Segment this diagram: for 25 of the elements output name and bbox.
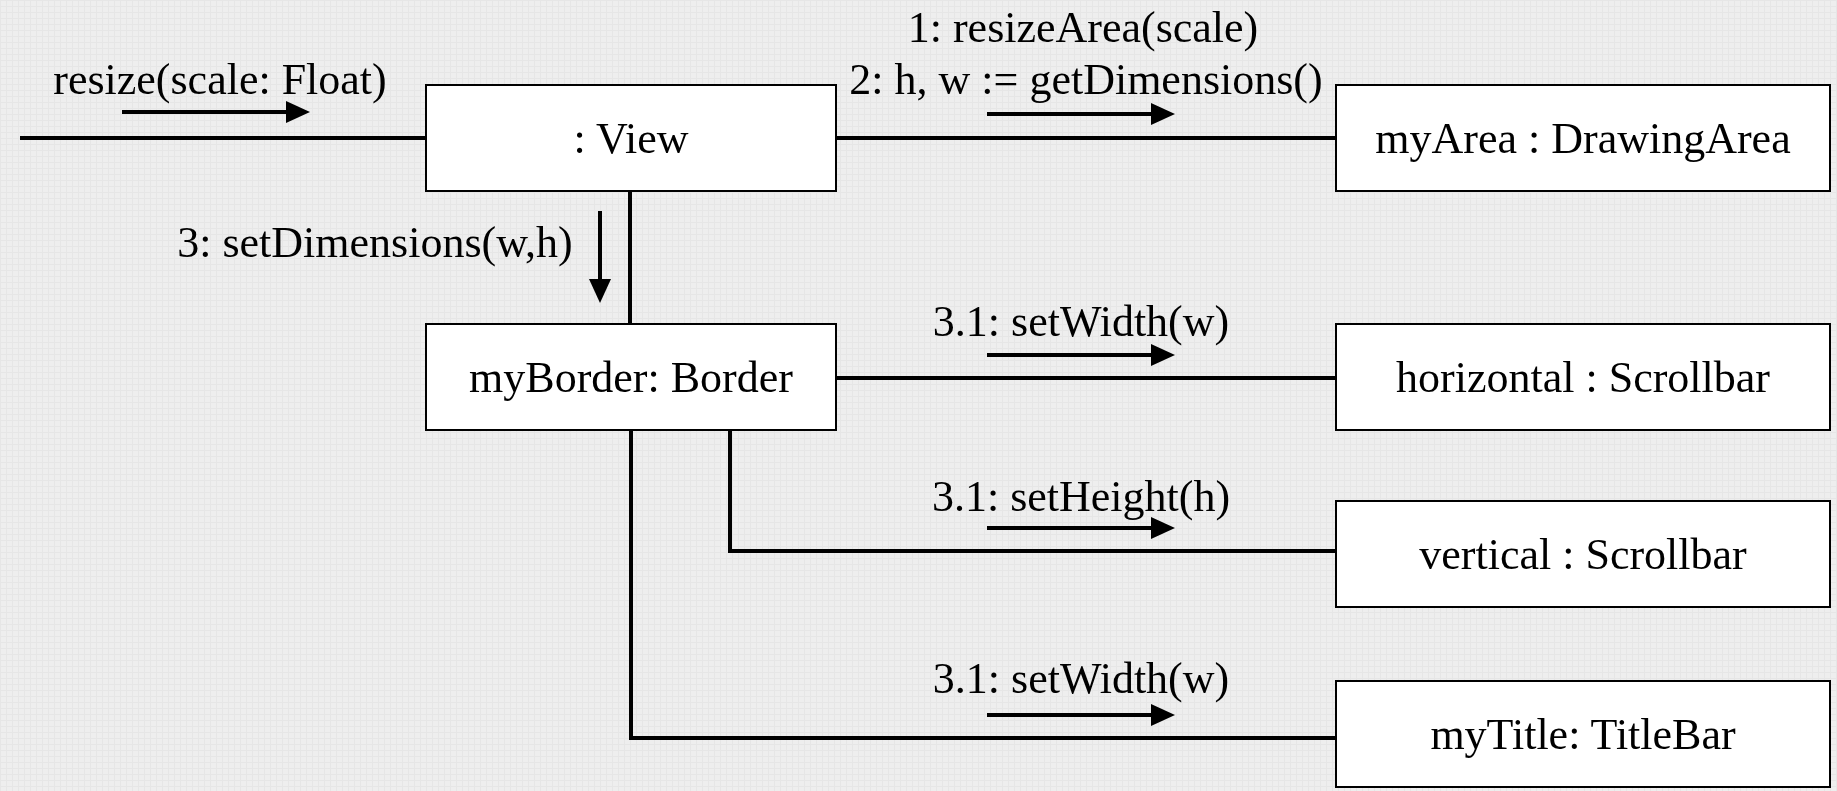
object-box [1335,323,1831,431]
object-name: horizontal : Scrollbar [1396,351,1770,403]
message-label: 2: h, w := getDimensions() [849,58,1323,102]
object-box [1335,84,1831,192]
link-line [20,136,425,140]
object-box [1335,680,1831,788]
object-name: myTitle: TitleBar [1430,708,1736,760]
object-name: vertical : Scrollbar [1419,528,1747,580]
link-line [628,192,632,323]
link-line [837,136,1335,140]
object-name: myArea : DrawingArea [1375,112,1791,164]
object-box [425,84,837,192]
link-line [837,376,1335,380]
object-box [1335,500,1831,608]
object-box [425,323,837,431]
object-name: myBorder: Border [469,351,793,403]
message-label: 1: resizeArea(scale) [907,6,1259,50]
message-label: 3.1: setWidth(w) [932,300,1230,344]
link-line [728,431,1335,553]
message-label: 3.1: setWidth(w) [932,657,1230,701]
message-label: resize(scale: Float) [53,58,387,102]
link-line [629,431,1335,740]
message-label: 3: setDimensions(w,h) [177,221,573,265]
message-label: 3.1: setHeight(h) [931,475,1231,519]
object-name: : View [573,112,689,164]
